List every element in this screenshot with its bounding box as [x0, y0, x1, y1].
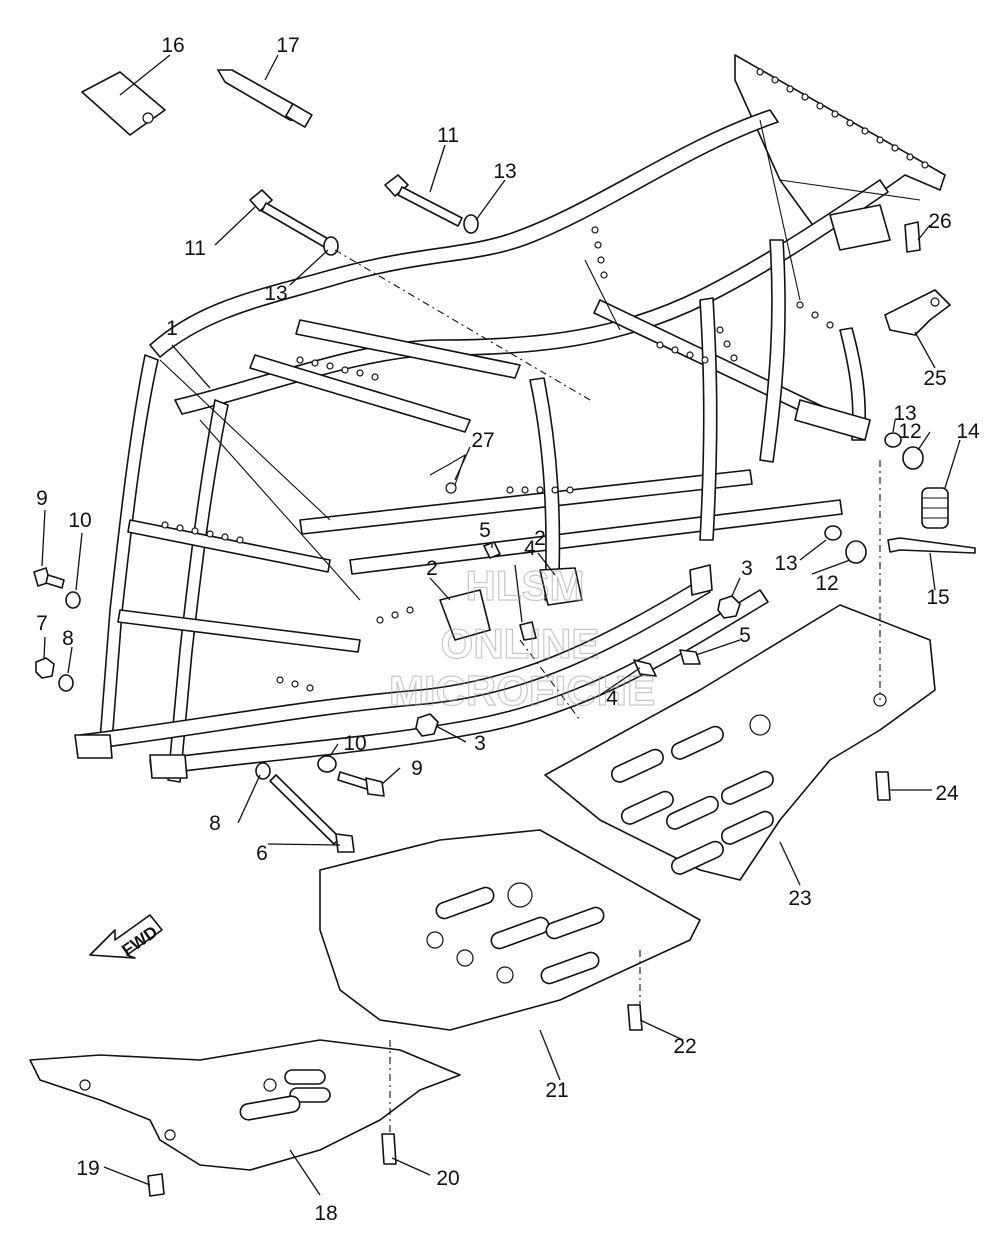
bracket — [884, 289, 951, 336]
part-number-23: 23 — [788, 887, 811, 910]
part-number-13: 13 — [264, 282, 287, 305]
collar — [902, 446, 924, 470]
part-number-8: 8 — [62, 627, 74, 650]
band — [887, 537, 976, 554]
bolt — [45, 574, 65, 589]
part-number-22: 22 — [673, 1035, 696, 1058]
front-skid-plate — [29, 1039, 461, 1171]
part-number-14: 14 — [956, 420, 980, 443]
tool-pouch — [81, 71, 166, 136]
bolt — [365, 777, 385, 797]
part-number-2: 2 — [534, 527, 546, 550]
part-number-25: 25 — [923, 367, 946, 390]
fwd-arrow-icon: FWD — [89, 914, 163, 960]
part-number-8: 8 — [209, 812, 221, 835]
bolt — [269, 774, 341, 845]
mount — [439, 589, 491, 641]
bolt — [519, 621, 537, 641]
part-number-19: 19 — [76, 1157, 99, 1180]
washer — [317, 755, 337, 773]
bolt — [381, 1133, 397, 1165]
part-number-9: 9 — [411, 757, 423, 780]
long-bolt-upper — [384, 174, 463, 227]
bolt — [483, 541, 501, 559]
bolt — [679, 649, 701, 665]
part-number-1: 1 — [166, 317, 178, 340]
part-number-17: 17 — [276, 34, 299, 57]
part-number-10: 10 — [343, 732, 366, 755]
part-number-4: 4 — [606, 687, 618, 710]
part-number-26: 26 — [928, 210, 951, 233]
part-number-16: 16 — [161, 34, 184, 57]
part-number-24: 24 — [935, 782, 959, 805]
part-number-13: 13 — [493, 160, 516, 183]
part-number-11: 11 — [184, 237, 206, 260]
part-number-15: 15 — [926, 586, 949, 609]
bolt — [335, 833, 355, 853]
part-number-18: 18 — [314, 1202, 337, 1225]
part-number-12: 12 — [898, 420, 921, 443]
spark-plug-wrench — [217, 69, 313, 128]
middle-skid-plate — [319, 829, 701, 1031]
rear-skid-plate — [544, 604, 936, 881]
part-number-27: 27 — [471, 429, 494, 452]
collar — [845, 540, 867, 564]
washer — [824, 525, 842, 541]
part-labels: 1223344556788991010111112121313131314151… — [36, 34, 980, 1225]
part-number-11: 11 — [437, 124, 459, 147]
part-number-13: 13 — [774, 552, 797, 575]
washer — [65, 591, 81, 609]
nut — [35, 657, 55, 679]
part-number-10: 10 — [68, 509, 91, 532]
part-number-4: 4 — [524, 537, 536, 560]
nut — [415, 713, 439, 737]
part-number-13: 13 — [893, 402, 916, 425]
washer — [463, 214, 479, 234]
watermark-line-3: MICROFICHE — [389, 667, 655, 714]
part-number-20: 20 — [436, 1167, 459, 1190]
flange-bolt — [904, 221, 921, 253]
rubber-damper — [921, 487, 949, 529]
mount — [539, 567, 583, 606]
part-number-6: 6 — [256, 842, 268, 865]
watermark: HLSM ONLINE MICROFICHE — [388, 561, 655, 714]
part-number-3: 3 — [741, 557, 753, 580]
nut — [717, 595, 741, 619]
bolt — [627, 1004, 643, 1031]
part-number-3: 3 — [474, 732, 486, 755]
watermark-line-1: HLSM — [466, 562, 585, 609]
part-number-7: 7 — [36, 612, 48, 635]
part-number-5: 5 — [479, 519, 491, 542]
watermark-line-2: ONLINE — [441, 620, 600, 667]
washer — [58, 674, 74, 692]
bolt — [875, 771, 891, 801]
part-number-2: 2 — [426, 557, 438, 580]
part-number-5: 5 — [739, 624, 751, 647]
bolt — [147, 1173, 165, 1197]
long-bolt-lower — [249, 189, 331, 249]
main-frame — [74, 54, 946, 783]
washer — [255, 762, 271, 780]
part-number-21: 21 — [545, 1079, 568, 1102]
washer — [884, 432, 902, 448]
part-number-12: 12 — [815, 572, 838, 595]
part-number-9: 9 — [36, 487, 48, 510]
